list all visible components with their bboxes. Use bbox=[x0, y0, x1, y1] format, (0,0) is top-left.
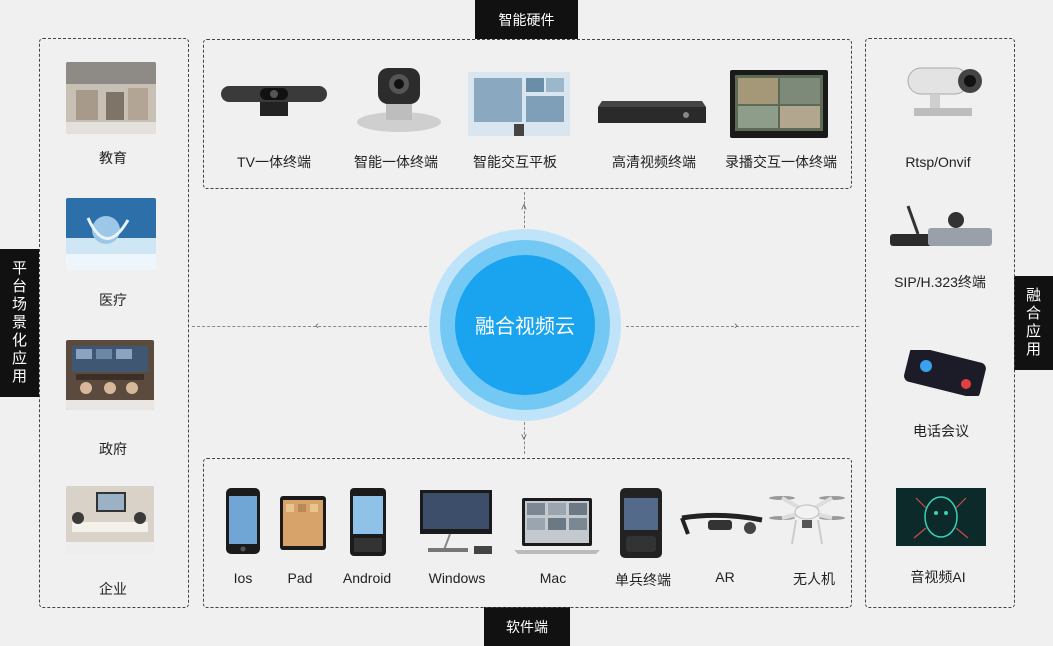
arrow-up-icon: ˄ bbox=[521, 202, 527, 214]
recording-terminal-image bbox=[730, 70, 828, 138]
hardware-section-title: 智能硬件 bbox=[475, 0, 578, 39]
software-label: Mac bbox=[540, 570, 566, 586]
hardware-label: 智能交互平板 bbox=[473, 152, 557, 172]
windows-monitor-image bbox=[420, 490, 494, 556]
connector-right bbox=[626, 326, 859, 327]
hd-terminal-image bbox=[596, 95, 708, 125]
software-label: Pad bbox=[288, 570, 313, 586]
software-label: Ios bbox=[234, 570, 253, 586]
connector-left bbox=[192, 326, 427, 327]
scenario-label: 政府 bbox=[99, 439, 127, 459]
ios-phone-image bbox=[226, 488, 260, 554]
interactive-panel-image bbox=[468, 72, 570, 136]
software-label: Android bbox=[343, 570, 391, 586]
government-image bbox=[66, 340, 154, 410]
hardware-label: 高清视频终端 bbox=[612, 152, 696, 172]
hardware-label: 录播交互一体终端 bbox=[725, 152, 837, 172]
scenario-label: 教育 bbox=[99, 148, 127, 168]
android-phone-image bbox=[350, 488, 386, 556]
arrow-right-icon: › bbox=[734, 320, 738, 332]
phone-conference-image bbox=[902, 350, 986, 396]
medical-image bbox=[66, 198, 156, 270]
software-label: AR bbox=[715, 569, 734, 585]
fusion-label: 音视频AI bbox=[910, 567, 965, 587]
software-label: Windows bbox=[429, 570, 486, 586]
tv-terminal-image bbox=[220, 82, 328, 120]
arrow-left-icon: ‹ bbox=[315, 320, 319, 332]
fusion-label: SIP/H.323终端 bbox=[894, 272, 986, 292]
av-ai-image bbox=[896, 488, 986, 546]
enterprise-image bbox=[66, 486, 154, 554]
smart-terminal-image bbox=[356, 66, 442, 134]
mac-laptop-image bbox=[514, 498, 600, 556]
software-section-title: 软件端 bbox=[484, 607, 570, 646]
hardware-label: TV一体终端 bbox=[237, 152, 311, 172]
sip-terminal-image bbox=[888, 204, 994, 252]
soldier-terminal-image bbox=[620, 488, 662, 558]
scenario-label: 企业 bbox=[99, 579, 127, 599]
scenario-label: 医疗 bbox=[99, 290, 127, 310]
software-label: 无人机 bbox=[793, 569, 835, 589]
video-cloud-label: 融合视频云 bbox=[428, 310, 622, 339]
ip-camera-image bbox=[900, 62, 984, 128]
hardware-label: 智能一体终端 bbox=[354, 152, 438, 172]
drone-image bbox=[768, 490, 846, 552]
education-image bbox=[66, 62, 156, 134]
software-label: 单兵终端 bbox=[615, 570, 671, 590]
ar-glasses-image bbox=[680, 510, 764, 544]
fusion-label: 电话会议 bbox=[913, 421, 969, 441]
fusion-label: Rtsp/Onvif bbox=[905, 154, 970, 170]
scenario-section-title: 平台场景化应用 bbox=[0, 249, 39, 397]
arrow-down-icon: ˅ bbox=[521, 432, 527, 444]
pad-image bbox=[280, 496, 326, 550]
fusion-section-title: 融合应用 bbox=[1014, 276, 1053, 370]
